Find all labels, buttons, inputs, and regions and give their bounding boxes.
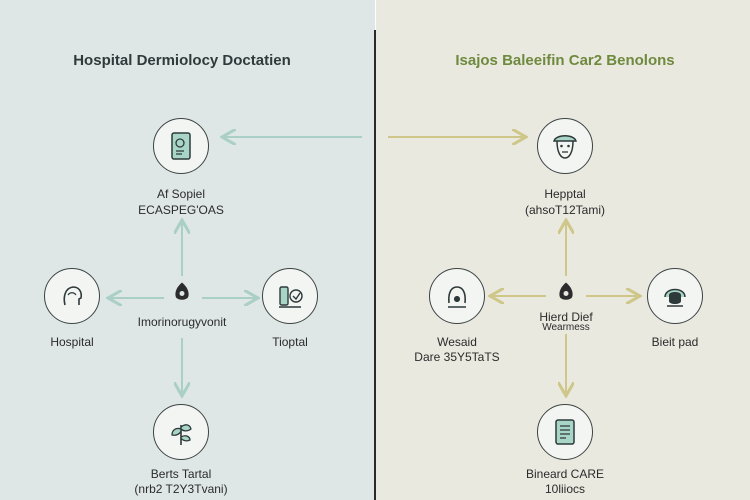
right-center-label-2: Wearmess bbox=[542, 322, 590, 333]
right-top-label-1: Hepptal bbox=[544, 187, 586, 201]
left-center-hub-icon bbox=[171, 281, 193, 308]
right-center-hub-icon bbox=[555, 281, 577, 308]
doctor-face-icon bbox=[553, 135, 577, 159]
wellness-device-icon bbox=[279, 286, 303, 308]
head-profile-icon bbox=[63, 286, 83, 306]
right-left-label-2: Dare 35Y5TaTS bbox=[414, 350, 500, 364]
left-title: Hospital Dermiolocy Doctatien bbox=[73, 52, 291, 69]
left-right-node[interactable] bbox=[262, 268, 318, 324]
right-bottom-label-1: Bineard CARE bbox=[525, 467, 605, 481]
helmet-head-icon bbox=[664, 288, 686, 307]
right-bottom-node[interactable] bbox=[537, 404, 593, 460]
document-tablet-icon bbox=[171, 132, 191, 160]
left-left-label: Hospital bbox=[50, 335, 94, 349]
right-right-node[interactable] bbox=[647, 268, 703, 324]
right-bottom-label-2: 10liiocs bbox=[544, 482, 586, 496]
right-left-node[interactable] bbox=[429, 268, 485, 324]
left-center-label: Imorinorugyvonit bbox=[137, 315, 227, 329]
care-document-icon bbox=[555, 419, 575, 445]
left-top-node[interactable] bbox=[153, 118, 209, 174]
right-top-label-2: (ahsoT12Tami) bbox=[524, 203, 606, 217]
left-top-label-2: ECASPEG'OAS bbox=[138, 203, 224, 217]
left-bottom-label-1: Berts Tartal bbox=[150, 467, 212, 481]
right-title: Isajos Baleeifin Car2 Benolons bbox=[455, 52, 675, 69]
left-left-node[interactable] bbox=[44, 268, 100, 324]
left-bottom-label-2: (nrb2 T2Y3Tvani) bbox=[134, 482, 228, 496]
left-bottom-node[interactable] bbox=[153, 404, 209, 460]
plant-icon bbox=[171, 424, 192, 445]
left-right-label: Tioptal bbox=[272, 335, 308, 349]
right-center-label-1: Hierd Dief bbox=[539, 310, 593, 324]
center-divider bbox=[374, 30, 376, 500]
left-top-label-1: Af Sopiel bbox=[156, 187, 206, 201]
right-left-label-1: Wesaid bbox=[437, 335, 477, 349]
right-right-label: Bieit pad bbox=[651, 335, 699, 349]
right-top-node[interactable] bbox=[537, 118, 593, 174]
person-head-icon bbox=[448, 286, 466, 308]
